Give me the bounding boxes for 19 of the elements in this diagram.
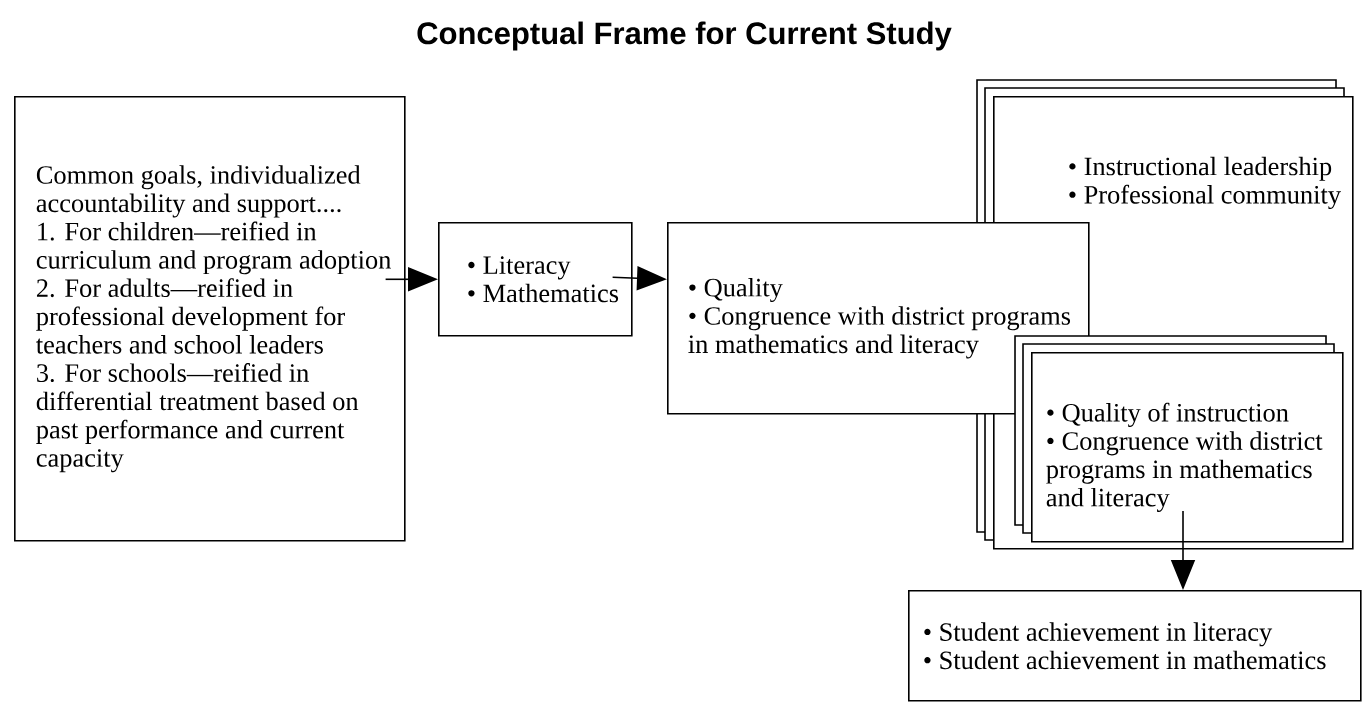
title: Conceptual Frame for Current Study (417, 21, 952, 51)
bullet-text: • Mathematics (468, 283, 619, 303)
text-box (438, 222, 633, 337)
bullet-text: • Quality (689, 278, 783, 302)
bullet-text: • Student achievement in literacy (924, 622, 1273, 647)
bullet-text: Common goals, individualized accountability and support.... (36, 165, 361, 218)
bullet-text: • Literacy (468, 256, 571, 280)
bullet-text: 3. For schools—reified in differential treatment based on past performance and current capacity (36, 363, 359, 473)
bullet-text: • Congruence with district programs in mathematics and literacy (1046, 431, 1323, 512)
bullet-text: • Quality of instruction (1047, 402, 1289, 428)
bullet-text: • Congruence with district programs in mathematics and literacy (688, 306, 1071, 359)
bullet-text: 2. For adults—reified in professional development for teachers and school leaders (36, 278, 345, 354)
text-box (14, 96, 406, 542)
bullet-text: • Professional community (1069, 184, 1341, 210)
bullet-text: 1. For children—reified in curriculum and program adoption (36, 221, 391, 275)
bullet-text: • Instructional leadership (1069, 156, 1332, 181)
stacked-box (1014, 335, 1344, 543)
bullet-text: • Student achievement in mathematics (924, 650, 1326, 670)
text-box (908, 590, 1362, 702)
